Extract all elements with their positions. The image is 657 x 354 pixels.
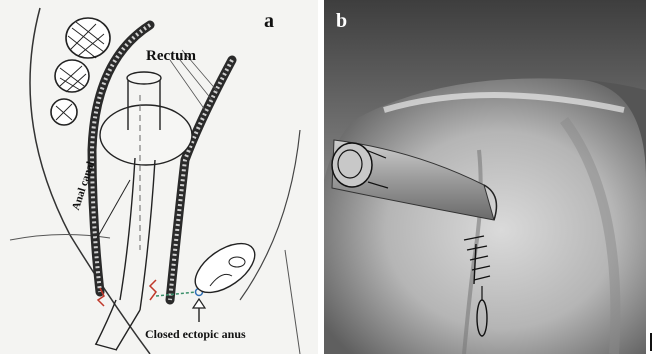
pull-through-tube (120, 158, 155, 310)
pelvic-contour (240, 130, 300, 300)
rectum-label: Rectum (146, 48, 196, 65)
panel-letter-a: a (264, 10, 274, 33)
edge-mark (650, 333, 652, 351)
anal-canal-leader (96, 180, 130, 240)
rectal-ampulla (100, 105, 192, 165)
schematic-panel-a: a Rectum Anal canal Closed ectopic anus (0, 0, 318, 354)
suture-closure (156, 292, 196, 296)
closed-ectopic-anus-label: Closed ectopic anus (145, 327, 246, 342)
suture-right (150, 280, 156, 300)
operative-photo (324, 0, 646, 354)
panel-letter-b: b (336, 10, 347, 33)
thigh-line (285, 250, 300, 354)
photo-panel-b: b (324, 0, 646, 354)
ectopic-anus-structure (187, 234, 263, 302)
